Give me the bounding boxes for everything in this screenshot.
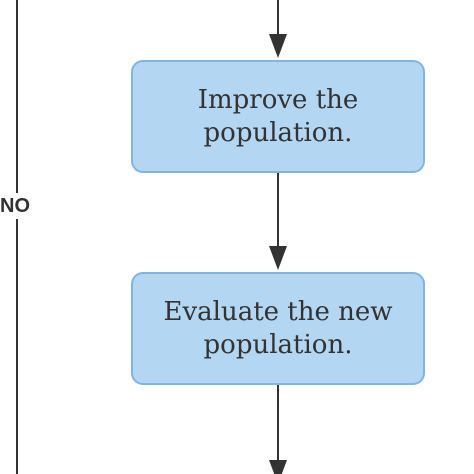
arrow-improve-to-evaluate-head [269,246,287,270]
improve-population-node: Improve the population. [131,60,425,173]
improve-node-text-line2: population. [203,117,353,148]
evaluate-node-text-line1: Evaluate the new [163,296,393,327]
loop-label-no: NO [0,193,32,219]
improve-node-text-line1: Improve the [197,84,359,115]
arrow-out-of-evaluate-head [269,460,287,474]
evaluate-new-population-node: Evaluate the new population. [131,272,425,385]
evaluate-node-text-line2: population. [203,329,353,360]
arrow-into-improve-head [269,34,287,58]
